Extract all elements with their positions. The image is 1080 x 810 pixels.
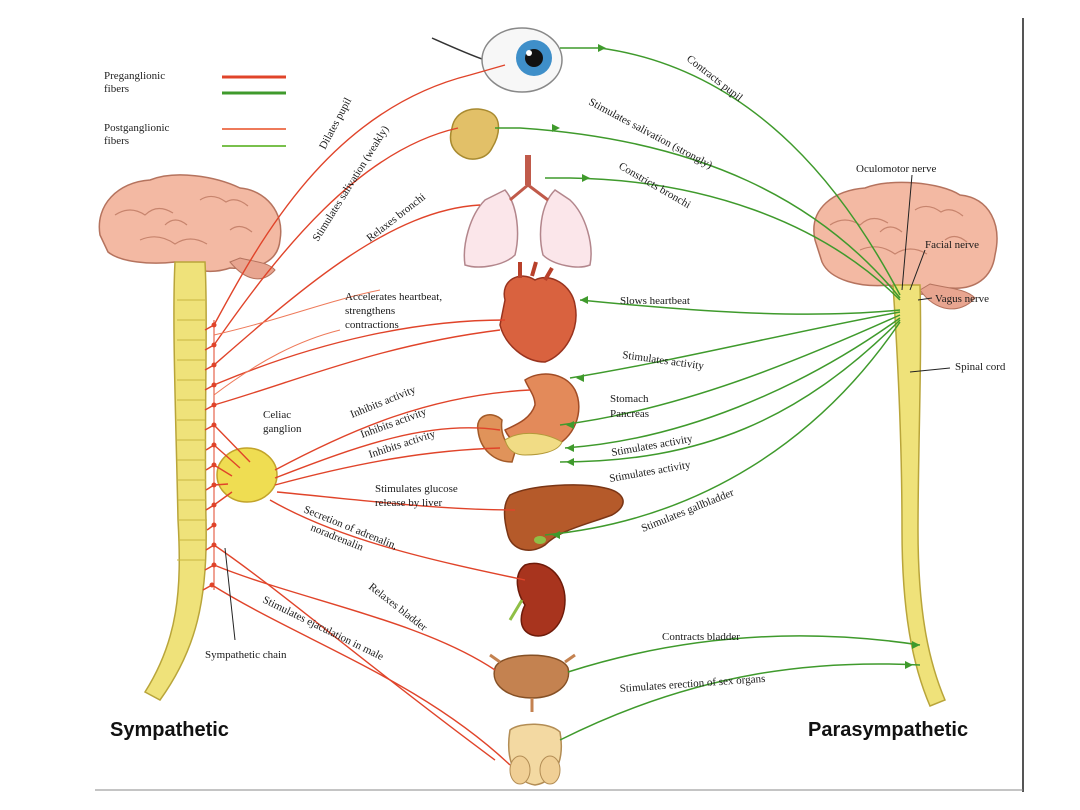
label-facial-nerve: Facial nerve [925, 239, 979, 251]
legend-postganglionic-line2: fibers [104, 135, 129, 147]
legend: Preganglionic fibers Postganglionic fibe… [104, 70, 286, 147]
parasympathetic-arrowheads [552, 44, 920, 669]
reproductive-organs [508, 723, 562, 786]
eye [431, 27, 563, 93]
heart [499, 261, 577, 363]
sympathetic-fibers [211, 64, 531, 766]
label-stomach: Stomach [610, 393, 649, 405]
label-heart-line2: strengthens [345, 305, 395, 317]
label-contracts-bladder: Contracts bladder [662, 631, 740, 643]
label-heart-line1: Accelerates heartbeat, [345, 291, 442, 303]
salivary-gland [449, 108, 500, 160]
liver [503, 484, 624, 551]
label-oculomotor-nerve: Oculomotor nerve [856, 163, 936, 175]
label-glucose-line1: Stimulates glucose [375, 483, 458, 495]
label-spinal-cord: Spinal cord [955, 361, 1006, 373]
label-pancreas: Pancreas [610, 408, 649, 420]
legend-preganglionic-line1: Preganglionic [104, 70, 165, 82]
label-glucose-line2: release by liver [375, 497, 443, 509]
bladder [489, 653, 576, 712]
label-heart-line3: contractions [345, 319, 399, 331]
label-celiac-line2: ganglion [263, 423, 302, 435]
parasympathetic-spinal-cord [892, 284, 946, 707]
label-vagus-nerve: Vagus nerve [935, 293, 989, 305]
label-slows-heartbeat: Slows heartbeat [620, 295, 690, 307]
legend-postganglionic-line1: Postganglionic [104, 122, 170, 134]
parasympathetic-fibers [495, 47, 921, 741]
sympathetic-fibers-post [213, 289, 381, 396]
intestine-pancreas [477, 414, 563, 463]
sympathetic-spinal-cord [143, 261, 207, 701]
nerve-pointers [224, 174, 951, 641]
label-celiac-line1: Celiac [263, 409, 291, 421]
label-sympathetic-chain: Sympathetic chain [205, 649, 287, 661]
legend-preganglionic-line2: fibers [104, 83, 129, 95]
cord-segments [177, 299, 207, 561]
lungs [463, 155, 592, 268]
title-sympathetic: Sympathetic [110, 719, 229, 741]
title-parasympathetic: Parasympathetic [808, 719, 968, 741]
kidney [508, 562, 566, 637]
